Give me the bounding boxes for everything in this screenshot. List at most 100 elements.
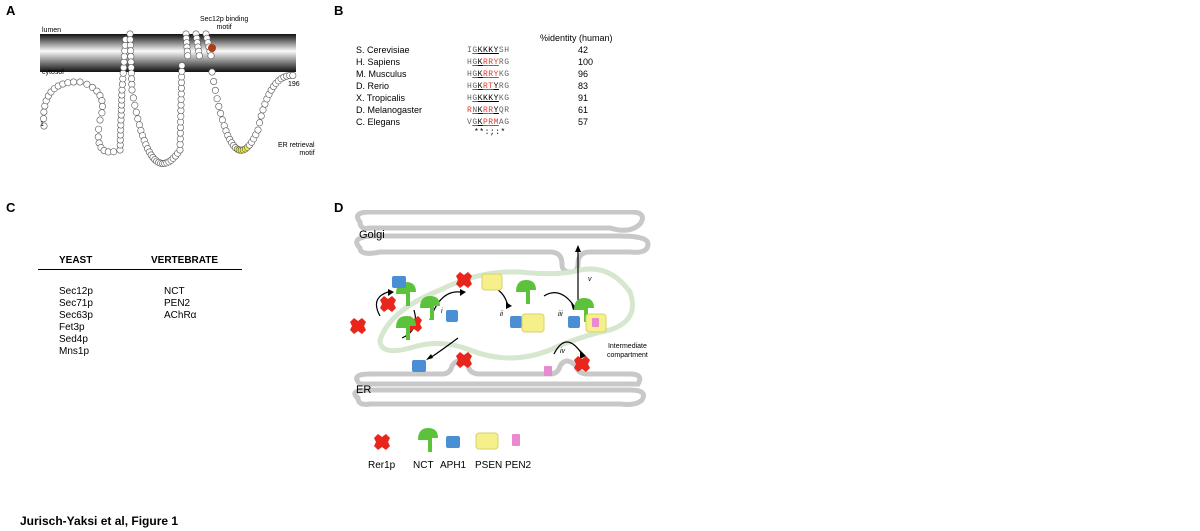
rer1p-icon [574,356,590,372]
lumen-label: lumen [42,27,62,34]
legend-pen2: PEN2 [505,460,532,471]
residue [178,62,186,70]
arrow-step-iv [553,341,583,355]
topology-diagram [40,30,297,168]
legend-psen: PSEN [475,460,503,471]
retrieval-motif-line1: ER retrieval [278,142,315,149]
residue [289,72,297,80]
identity-value: 96 [578,69,589,79]
residue [195,52,203,60]
legend-psen-icon [475,432,499,450]
identity-value: 100 [578,57,594,67]
residue [135,121,143,129]
sequence-motif: HGKKKYKG [467,94,510,103]
panel-letter-d: D [334,200,344,215]
residue [217,109,225,117]
intermediate-compartment [377,266,635,361]
arrowhead [388,289,394,296]
arrowhead [426,354,433,360]
psen-icon [521,313,545,333]
step-iii: iii [558,311,563,318]
residue [132,108,140,116]
golgi-cisterna-bottom [354,233,651,275]
end-residue-label: 196 [288,81,300,88]
sequence-motif: HGKRRYRG [467,58,510,67]
species-name: X. Tropicalis [356,93,406,103]
arrow-cycle-i-bottom [429,337,459,359]
er-label: ER [356,384,372,396]
residue [207,52,215,60]
species-name: H. Sapiens [356,57,401,67]
residue [131,101,139,109]
step-ii: ii [500,311,504,318]
yeast-protein: Sed4p [59,334,88,345]
residue [40,115,48,123]
sequence-motif: HGKRRYKG [467,70,510,79]
sequence-motif: RNKRRYQR [467,106,510,115]
golgi-label: Golgi [359,229,385,241]
vertebrate-protein: AChRα [164,310,197,321]
residue [213,95,221,103]
golgi-cisterna-top [355,210,645,233]
residue [70,78,78,86]
legend-nct: NCT [413,460,434,471]
aph1-icon [392,276,406,288]
table-rule [38,269,242,270]
retrieval-motif-label: ER retrieval motif [278,142,315,158]
cytosol-label: cytosol [42,69,64,76]
arrow-step-iii [543,292,575,307]
aph1-icon [510,316,522,328]
nct-icon [420,296,440,320]
residue [95,125,103,133]
aph1-icon [446,310,458,322]
legend-aph1-icon [446,436,460,448]
rer1p-icon [380,296,396,312]
binding-motif-line1: Sec12p binding [200,16,249,23]
vertebrate-protein: NCT [164,286,185,297]
residue [83,80,91,88]
arrow-retrieval-left [375,291,389,317]
intermediate-label: Intermediate compartment [607,342,648,360]
residue [128,86,136,94]
start-residue-label: 1 [40,121,44,128]
yeast-header: YEAST [59,255,93,266]
rer1p-icon [456,352,472,368]
residue [98,109,106,117]
identity-value: 91 [578,93,589,103]
vertebrate-protein: PEN2 [164,298,191,309]
sequence-motif: HGKRTYRG [467,82,510,91]
residue [96,116,104,124]
residue [110,148,118,156]
sequence-motif: VGKPRMAG [467,118,510,127]
residue [184,52,192,60]
residue [215,102,223,110]
binding-motif-line2: motif [216,24,232,31]
nct-icon [574,298,594,322]
binding-motif-label: Sec12p binding motif [200,16,248,32]
psen-icon [481,273,503,291]
er-cisterna-top [354,358,643,387]
arrowhead [575,245,581,252]
legend-icons [374,428,520,452]
residue [134,115,142,123]
arrowhead [506,302,512,309]
residue [254,126,262,134]
residue [98,97,106,105]
residue [218,116,226,124]
yeast-protein: Sec63p [59,310,93,321]
aph1-icon [568,316,580,328]
yeast-protein: Mns1p [59,346,90,357]
residue [208,68,216,76]
retrieval-motif-line2: motif [299,150,315,157]
legend-aph1: APH1 [440,460,467,471]
nct-icon [396,316,416,340]
arrowhead [580,350,586,359]
residue [64,79,72,87]
residue-chain [40,30,297,168]
vertebrate-header: VERTEBRATE [151,255,219,266]
identity-value: 42 [578,45,589,55]
identity-header: %identity (human) [540,33,613,43]
